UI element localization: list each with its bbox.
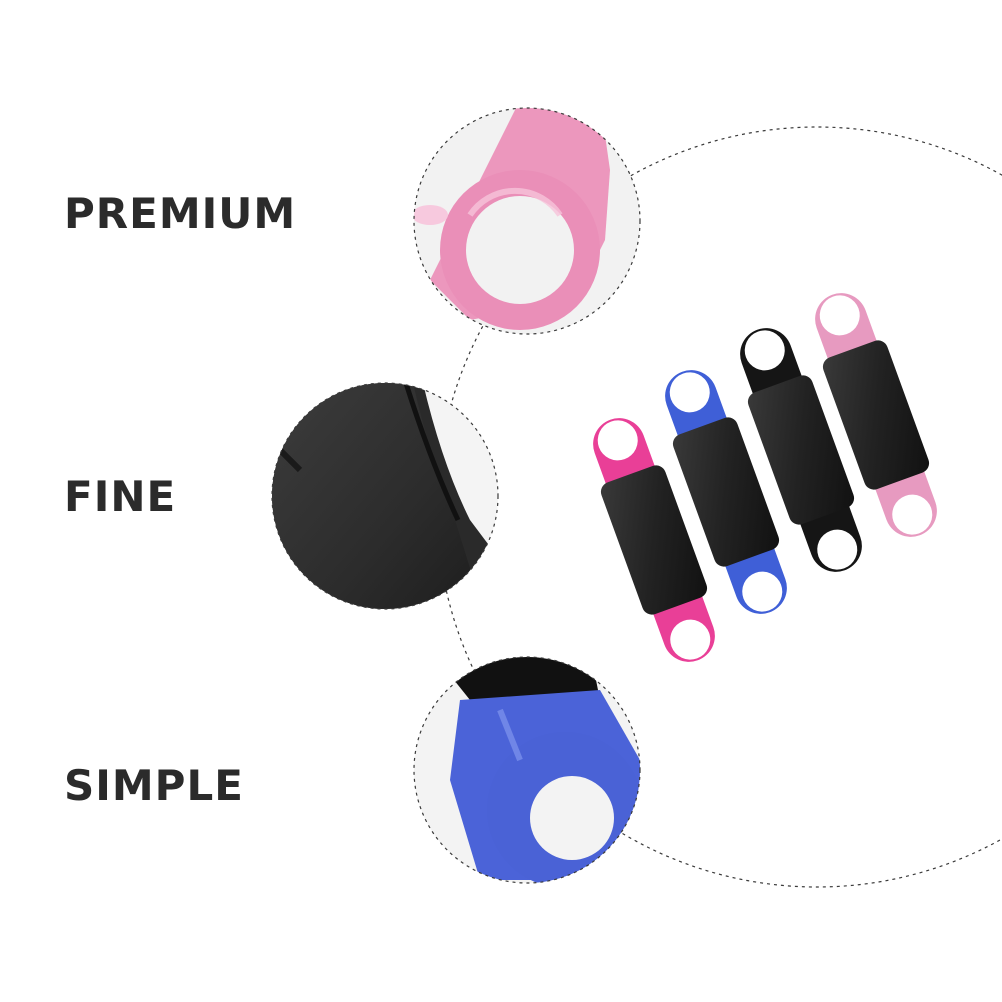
pink-strap-icon (593, 418, 715, 662)
simple-label: SIMPLE (64, 761, 244, 810)
product-group (593, 293, 937, 662)
simple-detail-circle (413, 656, 641, 884)
fine-detail-circle (271, 382, 499, 610)
blue-strap-icon (665, 370, 787, 614)
black-plate-closeup-icon (272, 383, 498, 609)
large-dashed-circle (436, 126, 1002, 888)
premium-detail-circle (413, 107, 641, 335)
pink-loop-closeup-icon (414, 108, 610, 330)
light-pink-strap-icon (815, 293, 937, 537)
black-strap-icon (740, 328, 862, 572)
fine-label: FINE (64, 472, 177, 521)
blue-loop-closeup-icon (430, 657, 640, 883)
premium-label: PREMIUM (64, 189, 297, 238)
